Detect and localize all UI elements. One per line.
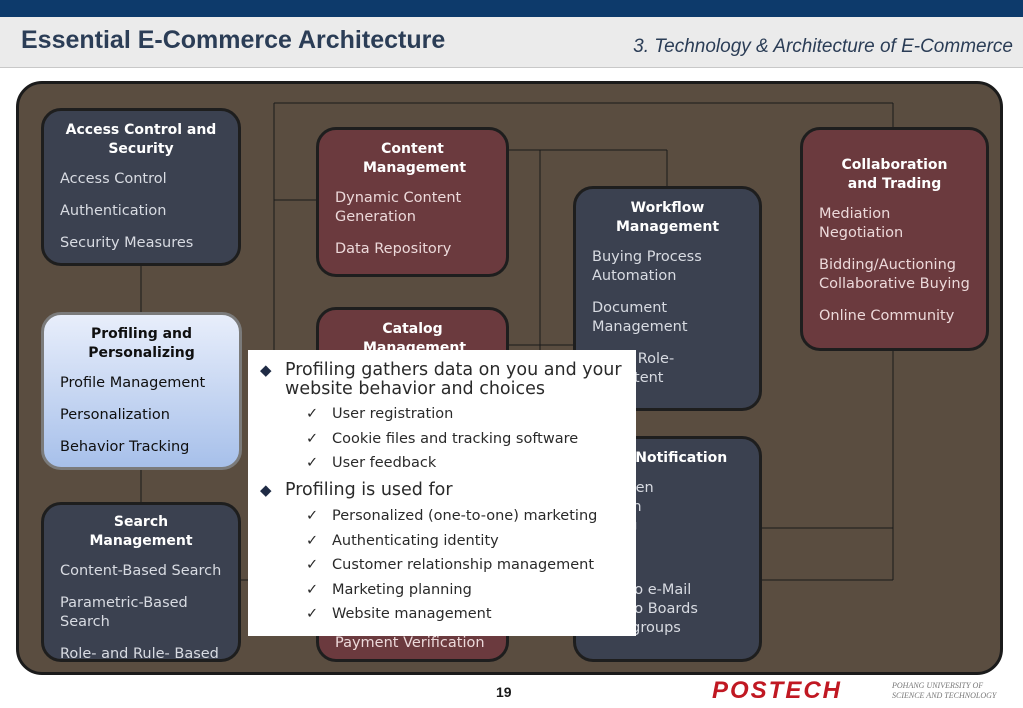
logo-subtext-line: SCIENCE AND TECHNOLOGY (892, 691, 997, 700)
box-title: Access Control and Security (65, 122, 217, 157)
popup-sub-item: ✓ User feedback (306, 454, 436, 473)
profiling-box: Profiling and Personalizing Profile Mana… (41, 312, 242, 470)
section-subtitle: 3. Technology & Architecture of E-Commer… (633, 36, 1013, 57)
diamond-bullet-icon: ◆ (260, 361, 272, 379)
sub-item-text: Customer relationship management (332, 557, 595, 573)
checkmark-icon: ✓ (306, 557, 319, 573)
box-item: Buying Process Automation (592, 249, 702, 284)
logo-wordmark: POSTECH (712, 677, 843, 704)
popup-sub-item: ✓ Website management (306, 605, 492, 624)
sub-item-text: Website management (332, 606, 492, 622)
box-item: Personalization (60, 407, 170, 423)
logo-subtext-line: POHANG UNIVERSITY OF (892, 681, 984, 690)
popup-sub-item: ✓ Personalized (one-to-one) marketing (306, 507, 597, 526)
header-strip (0, 17, 1023, 68)
content-management-box: Content Management Dynamic Content Gener… (316, 127, 509, 277)
box-item: Content-Based Search (60, 563, 222, 579)
logo-subtext: POHANG UNIVERSITY OF SCIENCE AND TECHNOL… (892, 681, 996, 701)
box-title: Workflow Management (615, 200, 720, 235)
box-item: Dynamic Content Generation (335, 190, 462, 225)
sub-item-text: User registration (332, 406, 454, 422)
sub-item-text: User feedback (332, 455, 437, 471)
popup-sub-item: ✓ Authenticating identity (306, 532, 499, 551)
box-item: Behavior Tracking (60, 439, 190, 455)
checkmark-icon: ✓ (306, 582, 319, 598)
bullet-text: Profiling gathers data on you and your w… (285, 360, 622, 399)
box-title: Content Management (363, 141, 467, 176)
search-management-box: Search Management Content-Based Search P… (41, 502, 241, 662)
sub-item-text: Marketing planning (332, 582, 472, 598)
checkmark-icon: ✓ (306, 508, 319, 524)
checkmark-icon: ✓ (306, 406, 319, 422)
box-item: Online Community (819, 308, 955, 324)
popup-bullet: ◆ Profiling gathers data on you and your… (260, 361, 625, 399)
bullet-text: Profiling is used for (285, 480, 453, 500)
popup-sub-item: ✓ Cookie files and tracking software (306, 430, 578, 449)
popup-bullet: ◆ Profiling is used for (260, 481, 625, 500)
page-title: Essential E-Commerce Architecture (21, 26, 446, 54)
top-accent-bar (0, 0, 1023, 17)
checkmark-icon: ✓ (306, 455, 319, 471)
box-item: Security Measures (60, 235, 194, 251)
popup-sub-item: ✓ Customer relationship management (306, 556, 594, 575)
checkmark-icon: ✓ (306, 533, 319, 549)
access-control-box: Access Control and Security Access Contr… (41, 108, 241, 266)
box-item: Access Control (60, 171, 167, 187)
postech-logo: POSTECH POHANG UNIVERSITY OF SCIENCE AND… (712, 679, 1012, 703)
box-item: Mediation Negotiation (819, 206, 904, 241)
box-item: Profile Management (60, 375, 206, 391)
box-item: Payment Verification (335, 635, 485, 651)
page-number: 19 (496, 684, 512, 700)
sub-item-text: Cookie files and tracking software (332, 431, 579, 447)
sub-item-text: Personalized (one-to-one) marketing (332, 508, 598, 524)
profiling-info-popup: ◆ Profiling gathers data on you and your… (248, 350, 636, 636)
box-item: Document Management (592, 300, 688, 335)
box-title: Search Management (89, 514, 193, 549)
checkmark-icon: ✓ (306, 606, 319, 622)
diamond-bullet-icon: ◆ (260, 481, 272, 499)
popup-sub-item: ✓ Marketing planning (306, 581, 472, 600)
box-item: Data Repository (335, 241, 452, 257)
box-item: Authentication (60, 203, 167, 219)
box-item: Parametric-Based Search (60, 595, 188, 630)
box-item: Role- and Rule- Based Search (60, 646, 219, 662)
checkmark-icon: ✓ (306, 431, 319, 447)
popup-sub-item: ✓ User registration (306, 405, 453, 424)
collaboration-trading-box: Collaboration and Trading Mediation Nego… (800, 127, 989, 351)
sub-item-text: Authenticating identity (332, 533, 499, 549)
box-title: ...t Notification (607, 450, 728, 466)
box-title: Profiling and Personalizing (88, 326, 195, 361)
box-item: Bidding/Auctioning Collaborative Buying (819, 257, 970, 292)
box-title: Collaboration and Trading (841, 157, 948, 192)
